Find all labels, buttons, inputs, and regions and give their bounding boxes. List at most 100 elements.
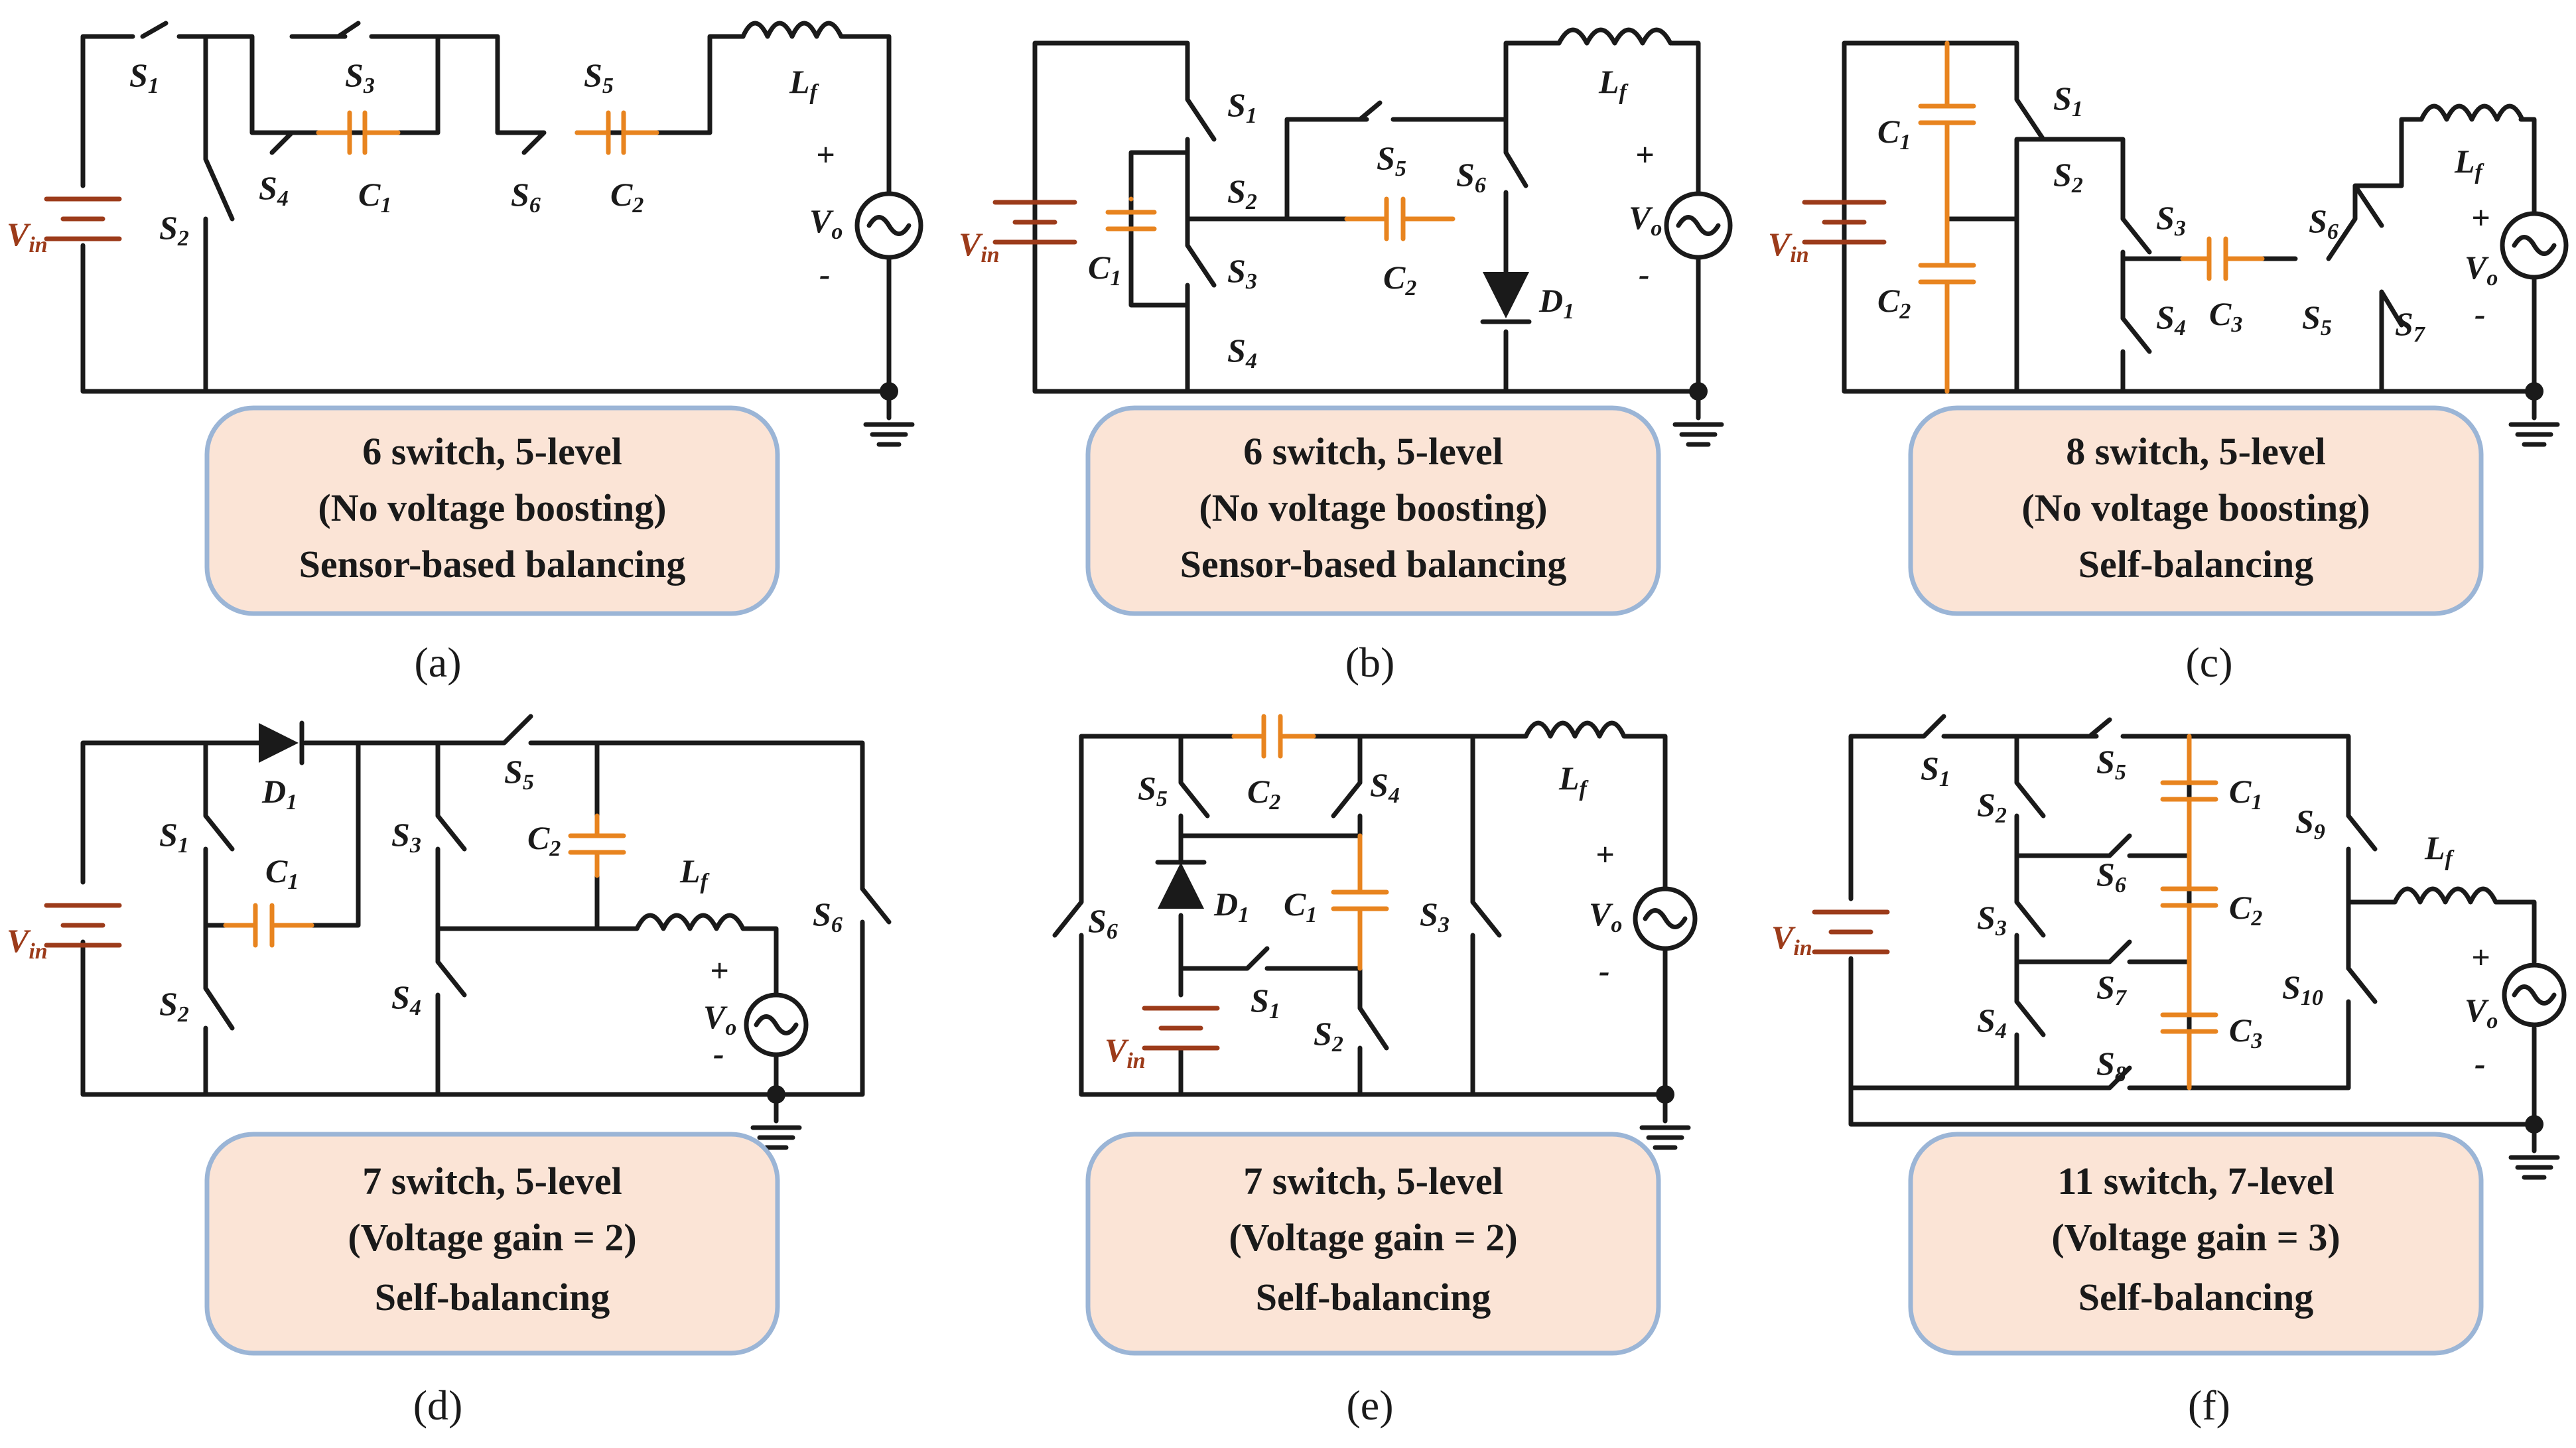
spec-line3-d: Self-balancing <box>375 1276 610 1319</box>
svg-text:C2: C2 <box>2229 889 2262 931</box>
spec-line2-a: (No voltage boosting) <box>318 486 666 529</box>
svg-text:C1: C1 <box>1877 113 1911 155</box>
svg-text:C1: C1 <box>2229 773 2262 815</box>
capacitor-stack-f <box>2160 734 2218 1090</box>
ground-c <box>2508 389 2560 447</box>
spec-line3-e: Self-balancing <box>1256 1276 1491 1319</box>
capacitor-c1-b <box>1105 196 1157 231</box>
battery-vin-d <box>44 903 122 948</box>
svg-text:S1: S1 <box>1921 750 1950 791</box>
spec-box-a <box>204 405 780 616</box>
svg-text:Lf: Lf <box>789 63 820 105</box>
circuit-d: D1 S1 S2 S3 S4 S5 S6 C1 C2 Lf Vin Vo + - <box>7 714 892 1150</box>
svg-text:S4: S4 <box>259 169 289 211</box>
ground-f <box>2508 1122 2560 1180</box>
svg-text:Vin: Vin <box>7 922 48 964</box>
caption-f: (f) <box>2188 1382 2230 1429</box>
svg-text:S3: S3 <box>2156 199 2186 241</box>
svg-text:-: - <box>1599 952 1610 989</box>
battery-vin-b <box>992 200 1077 245</box>
svg-text:C2: C2 <box>1247 773 1280 815</box>
svg-text:S3: S3 <box>345 56 375 98</box>
panel-a: S1 S2 S3 S4 S5 S6 C1 C2 Lf Vin Vo + - 6 … <box>7 21 923 686</box>
svg-text:S5: S5 <box>1138 769 1168 811</box>
panel-b: S1 S2 S3 S4 S5 S6 C1 C2 D1 Lf Vin Vo + -… <box>959 27 1733 686</box>
spec-line2-c: (No voltage boosting) <box>2021 486 2370 529</box>
svg-text:-: - <box>2474 1045 2486 1082</box>
capacitor-c1-a <box>316 110 401 155</box>
svg-text:S4: S4 <box>391 978 421 1020</box>
spec-box-e <box>1085 1132 1661 1356</box>
svg-text:+: + <box>2471 939 2490 976</box>
svg-text:S2: S2 <box>1977 786 2007 828</box>
svg-text:-: - <box>713 1035 724 1072</box>
capacitor-c3-c <box>2180 236 2265 281</box>
svg-text:S9: S9 <box>2295 803 2325 844</box>
svg-text:S4: S4 <box>2156 298 2186 340</box>
svg-text:Vo: Vo <box>2465 249 2498 291</box>
spec-box-f <box>1908 1132 2484 1356</box>
svg-text:C1: C1 <box>1284 886 1317 927</box>
svg-text:S5: S5 <box>2302 298 2332 340</box>
capacitor-c2-a <box>575 110 659 155</box>
svg-text:Lf: Lf <box>2454 143 2485 184</box>
svg-text:S6: S6 <box>511 176 541 218</box>
svg-text:Vo: Vo <box>703 998 736 1040</box>
svg-text:+: + <box>2471 199 2490 236</box>
ground-b <box>1672 389 1724 447</box>
svg-text:C1: C1 <box>1088 249 1121 291</box>
svg-text:C1: C1 <box>265 852 299 894</box>
svg-text:S6: S6 <box>813 895 843 937</box>
caption-b: (b) <box>1345 639 1395 686</box>
circuit-c: S1 S2 S3 S4 S5 S6 S7 C1 C2 C3 Lf Vin Vo … <box>1768 40 2569 447</box>
svg-text:S5: S5 <box>1377 139 1406 181</box>
spec-line3-a: Sensor-based balancing <box>299 543 686 586</box>
svg-text:+: + <box>1595 836 1615 873</box>
svg-text:S5: S5 <box>504 753 534 795</box>
svg-text:C2: C2 <box>1877 282 1911 324</box>
diode-d1-d <box>259 723 299 763</box>
svg-text:S1: S1 <box>2053 80 2083 121</box>
svg-text:S2: S2 <box>1227 172 1257 214</box>
svg-text:Lf: Lf <box>679 852 711 894</box>
panel-d: D1 S1 S2 S3 S4 S5 S6 C1 C2 Lf Vin Vo + -… <box>7 714 892 1429</box>
spec-line1-c: 8 switch, 5-level <box>2066 430 2325 473</box>
svg-text:Vo: Vo <box>1629 199 1662 241</box>
svg-text:S4: S4 <box>1227 332 1257 373</box>
svg-text:Vin: Vin <box>1768 226 1809 267</box>
panel-c: S1 S2 S3 S4 S5 S6 S7 C1 C2 C3 Lf Vin Vo … <box>1768 40 2569 686</box>
svg-text:S7: S7 <box>2096 968 2128 1010</box>
ground-e <box>1639 1092 1691 1150</box>
svg-text:Vo: Vo <box>1589 895 1622 937</box>
circuit-e: S5 C2 S4 S6 D1 C1 S3 S1 S2 Vin Lf Vo + - <box>1052 714 1698 1150</box>
spec-line3-c: Self-balancing <box>2078 543 2314 586</box>
spec-line2-e: (Voltage gain = 2) <box>1229 1216 1517 1259</box>
svg-text:Vin: Vin <box>959 226 1000 267</box>
svg-text:D1: D1 <box>1213 886 1249 927</box>
capacitor-c2-b <box>1344 196 1456 241</box>
spec-line3-f: Self-balancing <box>2078 1276 2314 1319</box>
panel-f: S1 S2 S3 S4 S5 S6 S7 S8 S9 S10 C1 C2 C3 … <box>1771 714 2567 1429</box>
svg-text:S10: S10 <box>2282 968 2323 1010</box>
svg-text:-: - <box>1639 255 1650 293</box>
svg-text:S8: S8 <box>2096 1045 2126 1086</box>
capacitor-c2-e <box>1231 714 1316 759</box>
svg-text:C2: C2 <box>1383 259 1416 300</box>
svg-text:C1: C1 <box>358 176 391 218</box>
svg-text:Vo: Vo <box>809 202 843 244</box>
svg-text:S6: S6 <box>1456 156 1486 198</box>
svg-text:S1: S1 <box>1251 982 1280 1023</box>
capacitor-c2-d <box>568 813 626 878</box>
svg-text:C2: C2 <box>527 819 561 861</box>
svg-text:C3: C3 <box>2209 295 2242 337</box>
svg-text:S3: S3 <box>1227 252 1257 294</box>
spec-line1-e: 7 switch, 5-level <box>1243 1159 1503 1203</box>
capacitor-c1-e <box>1331 833 1389 971</box>
svg-text:Vin: Vin <box>1771 919 1812 960</box>
caption-c: (c) <box>2185 639 2232 686</box>
spec-line1-d: 7 switch, 5-level <box>362 1159 622 1203</box>
diode-d1-e <box>1158 862 1204 909</box>
spec-line1-a: 6 switch, 5-level <box>362 430 622 473</box>
svg-text:S3: S3 <box>391 816 421 858</box>
